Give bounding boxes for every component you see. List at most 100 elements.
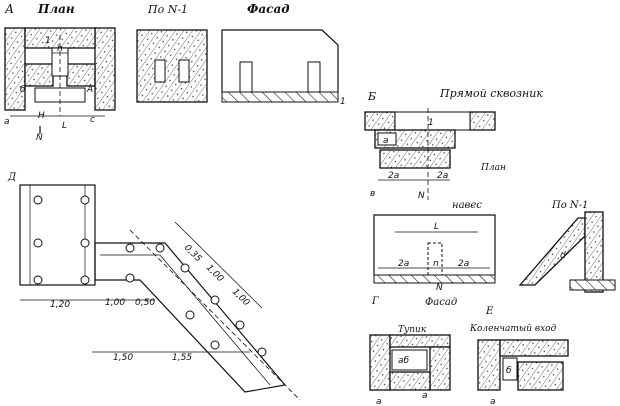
fig-a-plan-title: План bbox=[37, 2, 75, 16]
d-dim-155: 1,55 bbox=[172, 353, 192, 363]
d-shaft-inner bbox=[29, 184, 86, 286]
b-facade-label: Фасад bbox=[425, 297, 457, 308]
plan-mark-b: б bbox=[20, 85, 26, 95]
plan-mark-a: а bbox=[4, 117, 10, 127]
b-mark-2a-facade-left: 2а bbox=[398, 259, 409, 269]
d-tunnel bbox=[94, 242, 287, 393]
d-anchor bbox=[180, 263, 190, 273]
fig-g-title: Тупик bbox=[398, 325, 427, 335]
fig-b-title: Прямой сквозник bbox=[439, 87, 543, 100]
d-anchor bbox=[210, 340, 220, 350]
fig-a-letter: А bbox=[4, 2, 14, 16]
b-mark-n: n bbox=[433, 259, 439, 269]
b-plan-label: План bbox=[480, 163, 506, 173]
fig-a-section: По N-1 bbox=[136, 3, 208, 103]
e-wall-top bbox=[499, 339, 569, 357]
b-plan-wall-right bbox=[469, 111, 496, 131]
d-dim-100: 1,00 bbox=[105, 298, 125, 308]
fig-e-title: Коленчатый вход bbox=[469, 324, 557, 334]
e-wall-block bbox=[517, 361, 564, 391]
g-mark-a2: а bbox=[422, 391, 428, 401]
plan-mark-1: 1 bbox=[45, 36, 51, 46]
b-mark-L: L bbox=[434, 222, 439, 232]
d-tunnel-inner bbox=[100, 254, 271, 386]
fig-d-letter: Д bbox=[7, 172, 17, 183]
d-anchor bbox=[235, 320, 245, 330]
d-anchor bbox=[80, 275, 90, 285]
fig-e: Е Коленчатый вход б а bbox=[469, 306, 569, 406]
plan-wall-left bbox=[4, 27, 26, 111]
d-anchor bbox=[185, 310, 195, 320]
d-dim-120: 1,20 bbox=[50, 300, 70, 310]
d-anchor bbox=[125, 243, 135, 253]
g-wall-right bbox=[429, 346, 451, 391]
d-anchor bbox=[125, 273, 135, 283]
fig-a-facade: Фасад 1 bbox=[221, 2, 346, 107]
b-mark-2a-right: 2а bbox=[437, 171, 448, 181]
plan-mark-N: N bbox=[36, 133, 43, 143]
fig-a-section-title: По N-1 bbox=[147, 3, 188, 16]
d-dim-150: 1,50 bbox=[113, 353, 133, 363]
d-anchor bbox=[210, 295, 220, 305]
e-passage bbox=[502, 357, 518, 381]
fig-e-letter: Е bbox=[485, 306, 494, 317]
b-plan-step bbox=[379, 149, 451, 169]
g-mark-ab: аб bbox=[398, 356, 410, 366]
g-mark-a: а bbox=[376, 397, 382, 406]
d-anchor bbox=[80, 238, 90, 248]
facade-post-left bbox=[239, 61, 253, 93]
g-wall-bottom bbox=[389, 371, 431, 391]
plan-mark-L: L bbox=[62, 121, 67, 131]
plan-mark-c: с bbox=[90, 115, 95, 125]
facade-post-right bbox=[307, 61, 321, 93]
b-plan-wall-left bbox=[364, 111, 396, 131]
fig-b-letter: Б bbox=[367, 90, 376, 103]
facade-outline bbox=[221, 29, 339, 92]
e-mark-a: а bbox=[490, 397, 496, 406]
b-facade-frame bbox=[373, 214, 496, 275]
d-anchor bbox=[155, 243, 165, 253]
e-wall-left bbox=[477, 339, 501, 391]
d-dim-050: 0,50 bbox=[135, 298, 155, 308]
b-mark-N-plan: N bbox=[418, 191, 425, 201]
section-mass bbox=[136, 29, 208, 103]
b-canopy-label: навес bbox=[452, 200, 482, 211]
fig-a-plan: А План n 1 б А а Н L с N bbox=[4, 2, 116, 143]
b-mark-2a-left: 2а bbox=[388, 171, 399, 181]
d-dim-100-b: 1,00 bbox=[230, 287, 251, 308]
section-opening-right bbox=[178, 59, 190, 83]
g-wall-left bbox=[369, 334, 391, 391]
d-dim-035: 0,35 bbox=[182, 243, 203, 264]
b-mark-1: 1 bbox=[428, 118, 434, 128]
b-mark-a: а bbox=[383, 136, 389, 146]
fig-a-facade-title: Фасад bbox=[247, 2, 290, 16]
fig-d: Д 1,20 1,00 0,50 1,50 1,5 bbox=[7, 172, 301, 401]
d-anchor bbox=[257, 347, 267, 357]
fig-g-letter: Г bbox=[371, 296, 379, 307]
d-centerline bbox=[129, 229, 301, 401]
b-section-title: По N-1 bbox=[551, 200, 588, 211]
b-mark-2a-facade-right: 2а bbox=[458, 259, 469, 269]
b-section-column bbox=[584, 211, 604, 293]
plan-mark-n: n bbox=[57, 44, 63, 54]
d-anchor bbox=[33, 275, 43, 285]
facade-ground bbox=[221, 91, 339, 103]
section-opening-left bbox=[154, 59, 166, 83]
d-anchor-points bbox=[33, 195, 267, 357]
plan-wall-right bbox=[94, 27, 116, 111]
plan-mark-A: А bbox=[86, 85, 93, 95]
e-mark-b: б bbox=[506, 366, 512, 376]
b-facade-ground bbox=[373, 274, 496, 284]
d-anchor bbox=[33, 238, 43, 248]
g-wall-top bbox=[389, 334, 451, 348]
fig-b: Б Прямой сквозник 1 а 2а 2а в N План нав… bbox=[364, 87, 616, 308]
d-anchor bbox=[33, 195, 43, 205]
g-chamber bbox=[391, 349, 428, 371]
plan-block-right bbox=[66, 63, 96, 87]
d-anchor bbox=[80, 195, 90, 205]
b-mark-N-facade: N bbox=[436, 283, 443, 293]
plan-block-left bbox=[24, 63, 54, 87]
d-dim-100-a: 1,00 bbox=[204, 263, 225, 284]
b-mark-d: d bbox=[560, 251, 566, 261]
b-mark-v: в bbox=[370, 189, 375, 199]
